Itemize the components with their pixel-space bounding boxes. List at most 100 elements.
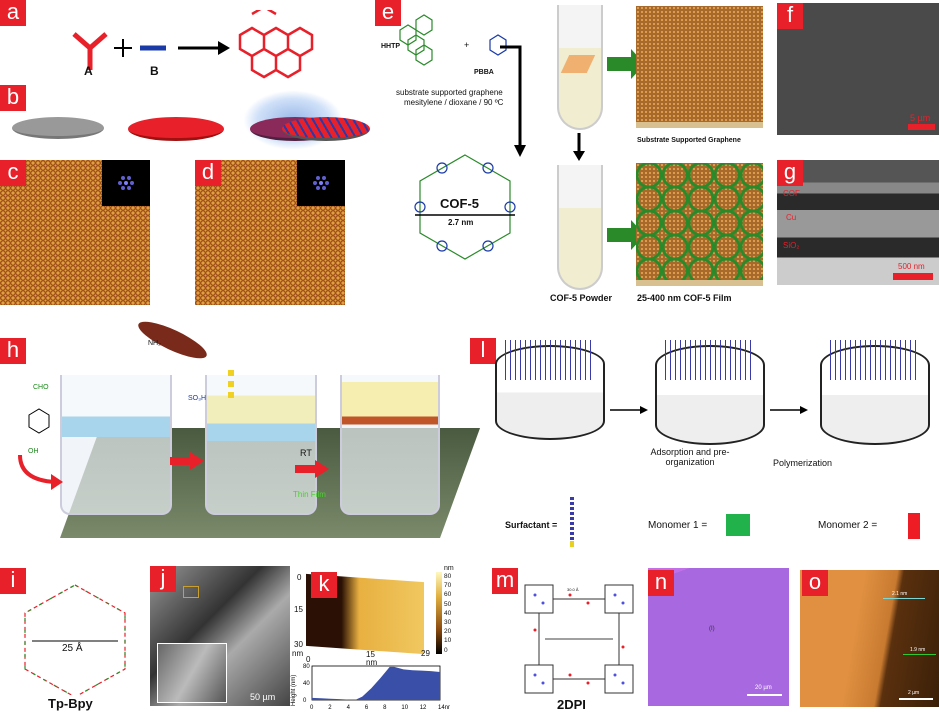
k-y-unit: nm xyxy=(292,649,304,658)
pbba-structure-icon xyxy=(489,34,507,56)
conditions-line-1: substrate supported graphene xyxy=(396,88,503,97)
step-height-1: 2.1 nm xyxy=(892,591,908,597)
cu-layer-label: Cu xyxy=(786,213,797,222)
thin-film-label: Thin Film xyxy=(293,490,326,499)
sem-cross-section-g xyxy=(777,160,939,285)
k-y-tick: 0 xyxy=(297,573,302,582)
rt-label: RT xyxy=(300,448,312,458)
y-tick-label: 40 xyxy=(303,681,310,687)
pore-distance-m: 30.0 Å xyxy=(567,587,579,592)
bare-substrate-disk xyxy=(12,117,104,139)
2dpi-label: 2DPI xyxy=(557,697,586,712)
scale-label-n: 20 µm xyxy=(755,685,772,691)
red-arrow-icon xyxy=(170,452,204,470)
panel-label-i: i xyxy=(0,568,26,594)
scale-label-g: 500 nm xyxy=(898,262,925,271)
beaker-2 xyxy=(205,375,317,515)
panel-label-n: n xyxy=(648,570,674,596)
colorbar xyxy=(436,572,442,654)
panel-label-m: m xyxy=(492,568,518,594)
colorbar-tick: 50 xyxy=(444,600,452,608)
monomer1-swatch xyxy=(726,514,750,536)
sem-image-f xyxy=(777,3,939,135)
film-caption: 25-400 nm COF-5 Film xyxy=(637,293,732,303)
panel-label-l: l xyxy=(470,338,496,364)
cof5-film-render xyxy=(636,163,763,286)
conditions-line-2: mesitylene / dioxane / 90 ºC xyxy=(404,98,504,107)
step-height-2: 1.9 nm xyxy=(910,647,926,653)
label-a-monomer: A xyxy=(84,64,93,78)
colorbar-tick: 80 xyxy=(444,573,452,580)
arrow-icon xyxy=(218,41,230,55)
step-adsorption-label: Adsorption and pre-organization xyxy=(650,447,730,467)
colorbar-tick: 40 xyxy=(444,609,452,617)
pore-size-label: 2.7 nm xyxy=(448,218,474,227)
droplets-icon xyxy=(228,370,234,400)
red-arrow-icon xyxy=(295,460,329,478)
monomer2-swatch xyxy=(908,513,920,539)
x-tick-label: 6 xyxy=(365,705,369,711)
fft-inset xyxy=(102,160,150,206)
scale-label-j: 50 µm xyxy=(250,692,276,702)
height-profile-2 xyxy=(903,654,936,655)
scale-label-f: 5 µm xyxy=(910,113,931,123)
dropper-icon xyxy=(134,315,211,365)
scale-bar-n xyxy=(747,694,782,696)
step-polymerization-label: Polymerization xyxy=(773,458,833,468)
y-tick-label: 80 xyxy=(303,664,310,670)
panel-label-a: a xyxy=(0,0,26,26)
oh-label: OH xyxy=(28,448,39,455)
honeycomb-network-icon xyxy=(238,10,314,79)
cof-layer-label: COF xyxy=(783,189,800,198)
k-y-tick: 15 xyxy=(294,605,303,614)
panel-label-g: g xyxy=(777,160,803,186)
k-x-tick: 0 xyxy=(306,655,311,664)
fft-inset xyxy=(297,160,345,206)
cof-coated-disk xyxy=(282,117,370,141)
colorbar-tick: 0 xyxy=(444,646,448,654)
x-tick-label: 4 xyxy=(347,705,351,711)
hhtp-label: HHTP xyxy=(381,43,401,50)
arrow-icon xyxy=(610,406,648,414)
pbba-label: PBBA xyxy=(474,69,494,76)
down-arrow-icon xyxy=(573,133,585,161)
plus-sign: + xyxy=(464,40,470,50)
green-arrow-icon xyxy=(607,220,645,250)
panel-label-f: f xyxy=(777,3,803,29)
y-tick-label: 0 xyxy=(303,698,307,704)
panel-label-c: c xyxy=(0,160,26,186)
curved-arrow-icon xyxy=(18,454,63,490)
height-axis-label: Height (nm) xyxy=(291,675,297,706)
cof5-label: COF-5 xyxy=(440,196,479,211)
nh2-label: NH₂ xyxy=(148,340,161,347)
cho-label: CHO xyxy=(33,384,49,391)
region-mark: (I) xyxy=(709,626,715,632)
so3h-label: SO₃H xyxy=(188,395,207,402)
monomer2-legend-label: Monomer 2 = xyxy=(818,520,878,531)
sio2-layer-label: SiO₂ xyxy=(783,241,800,250)
surfactant-icon xyxy=(570,497,574,547)
test-tube-powder xyxy=(557,165,603,290)
k-x-unit: nm xyxy=(366,658,378,667)
panel-label-b: b xyxy=(0,85,26,111)
colorbar-tick: 60 xyxy=(444,591,452,599)
reaction-scheme-a xyxy=(72,10,314,79)
beaker-3 xyxy=(340,375,440,515)
label-b-monomer: B xyxy=(150,64,159,78)
k-y-tick: 30 xyxy=(294,640,303,649)
colorbar-tick: 30 xyxy=(444,619,452,627)
surfactant-layer-1 xyxy=(505,340,595,380)
colorbar-tick: 10 xyxy=(444,637,452,645)
x-tick-label: 8 xyxy=(383,705,387,711)
tripod-monomer-icon xyxy=(72,32,108,70)
x-tick-label: 14nm xyxy=(438,705,450,711)
x-tick-label: 10 xyxy=(401,705,408,711)
surfactant-layer-2 xyxy=(665,340,755,380)
scale-bar-o xyxy=(899,698,933,700)
x-tick-label: 0 xyxy=(310,705,314,711)
zoom-inset-j xyxy=(157,643,227,703)
k-x-tick: 29 xyxy=(421,649,430,658)
monomer-a-coated-disk xyxy=(128,117,224,141)
cof5-structures xyxy=(399,14,526,260)
